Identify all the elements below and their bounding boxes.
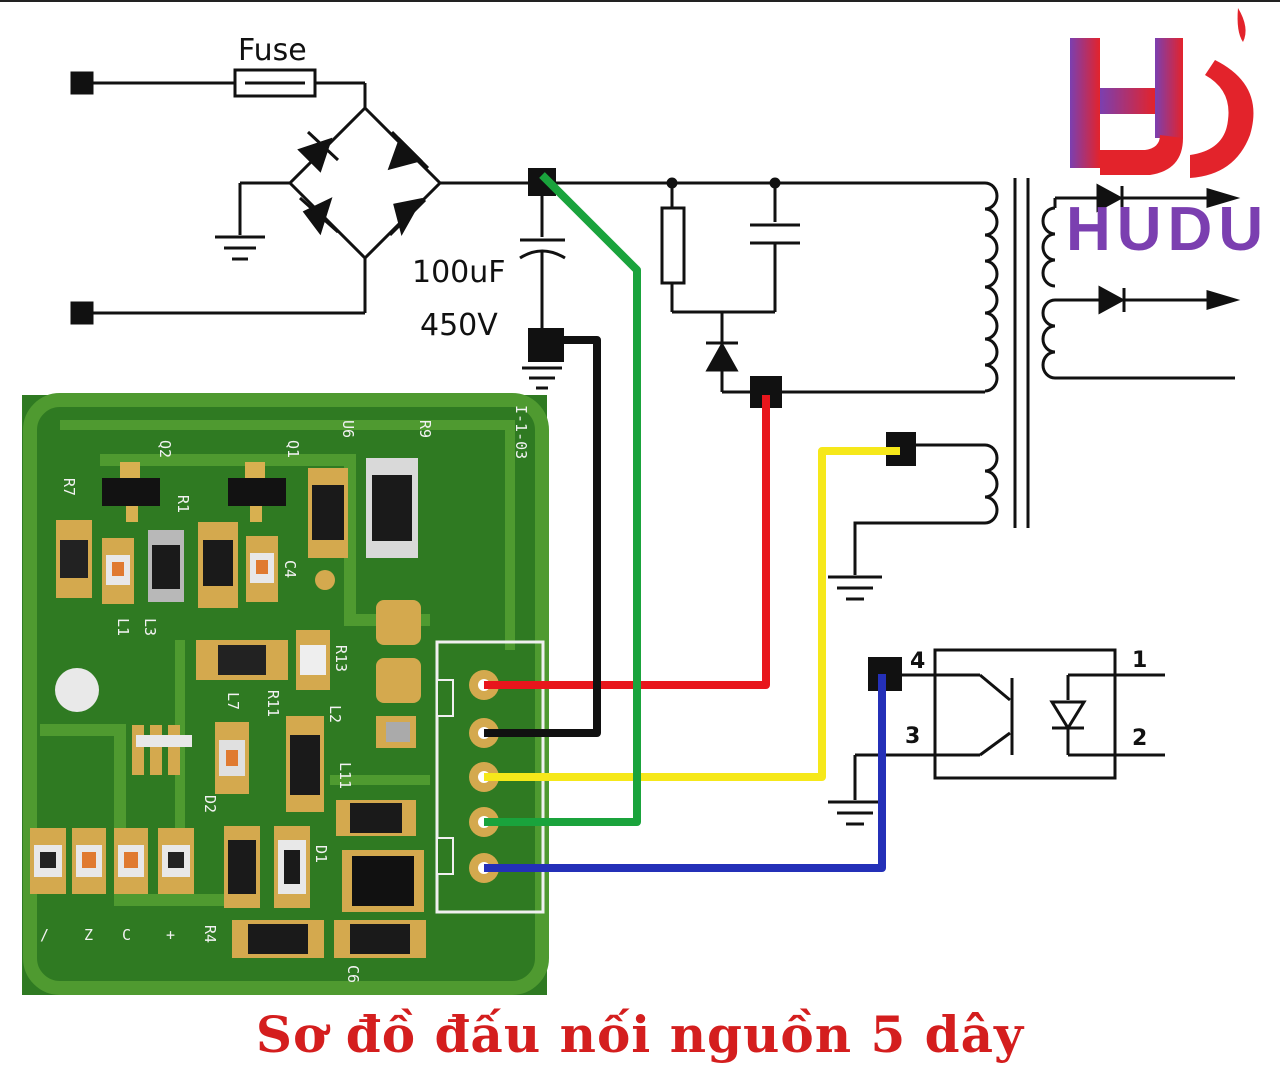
input-terminal-bottom: [70, 301, 94, 325]
silk-r4: R4: [201, 925, 219, 943]
capacitor-negative-terminal: [528, 328, 564, 362]
silk-r7: R7: [60, 478, 78, 496]
pcb-board: Q2 Q1 U6 R9 R7 R1 C4 L3 L1 R13 L7 R11 L2…: [22, 393, 549, 995]
opto-pin-2: 2: [1132, 726, 1147, 751]
opto-pin-4: 4: [910, 649, 925, 674]
snubber: [660, 177, 985, 394]
silk-l7: L7: [224, 692, 242, 710]
silk-c6: C6: [344, 965, 362, 983]
silk-q1: Q1: [284, 440, 302, 458]
silk-conn-4: +: [166, 926, 175, 944]
transformer: [828, 178, 1241, 601]
silk-l3: L3: [141, 618, 159, 636]
bridge-rectifier: [215, 106, 530, 261]
hudu-logo: HUDU: [1066, 8, 1269, 264]
main-bus: [519, 181, 985, 390]
silk-d1: D1: [312, 845, 330, 863]
primary-winding: [984, 181, 999, 393]
silk-u6: U6: [339, 420, 357, 438]
wire-green: [484, 172, 641, 826]
fuse-label: Fuse: [238, 33, 307, 68]
opto-led: [1049, 700, 1087, 731]
wire-yellow: [484, 447, 900, 781]
mains-input: [70, 68, 367, 325]
silk-board-id: I-1-03: [512, 405, 530, 459]
silk-c4: C4: [281, 560, 299, 578]
optocoupler: [828, 648, 1165, 826]
wire-black: [484, 336, 601, 737]
silk-r1: R1: [174, 495, 192, 513]
silk-l1: L1: [114, 618, 132, 636]
hudu-logo-text: HUDU: [1066, 195, 1269, 264]
silk-conn-3: C: [122, 926, 131, 944]
page-title: Sơ đồ đấu nối nguồn 5 dây: [255, 1005, 1025, 1064]
silk-conn-1: /: [40, 926, 49, 944]
silk-q2: Q2: [156, 440, 174, 458]
silk-r13: R13: [332, 645, 350, 672]
output-diode-2: [1098, 285, 1126, 315]
opto-pin-3: 3: [905, 724, 920, 749]
colored-wires: [484, 172, 900, 872]
capacitor-value-label: 100uF: [412, 255, 506, 290]
wire-blue: [484, 674, 886, 872]
opto-pin-1: 1: [1132, 648, 1147, 673]
silk-r11: R11: [264, 690, 282, 717]
snubber-diode: [705, 341, 739, 372]
capacitor-voltage-label: 450V: [420, 308, 498, 343]
silk-l11: L11: [336, 762, 354, 789]
output-diode-1: [1096, 183, 1124, 213]
secondary-winding-2: [1041, 298, 1056, 380]
auxiliary-winding: [984, 443, 999, 525]
wire-red: [484, 395, 770, 689]
silk-l2: L2: [326, 705, 344, 723]
silk-d2: D2: [201, 795, 219, 813]
silk-conn-2: Z: [84, 926, 93, 944]
snubber-resistor: [660, 206, 686, 285]
input-terminal-top: [70, 71, 94, 95]
secondary-winding-1: [1041, 206, 1056, 288]
silk-r9: R9: [416, 420, 434, 438]
